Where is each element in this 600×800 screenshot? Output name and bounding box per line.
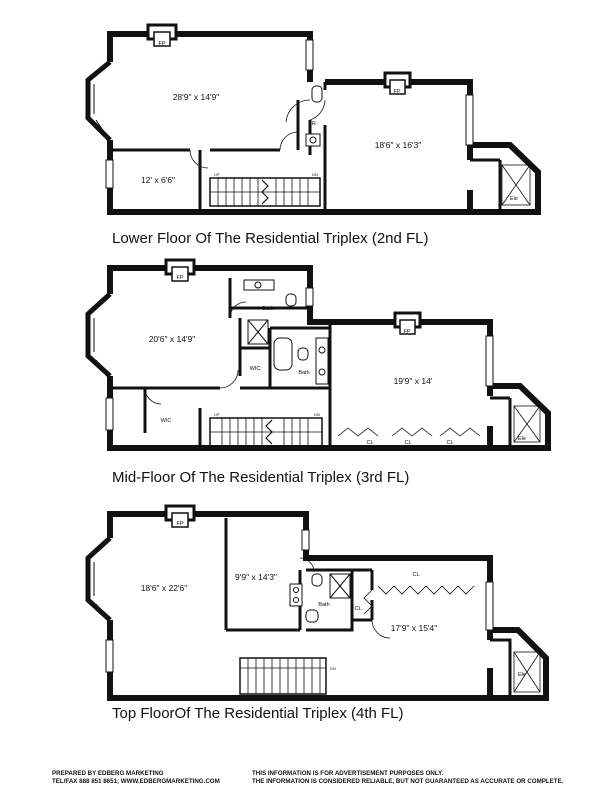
floor2-inner-walls [110,278,512,448]
bay-window [85,536,112,622]
floor-caption-lower: Lower Floor Of The Residential Triplex (… [112,230,429,247]
elevator [501,164,531,206]
windows [105,529,494,673]
stair-up-label: UP [214,172,220,177]
windows [105,39,474,189]
bath-fixtures [289,573,351,623]
stair-up-label: UP [214,412,220,417]
fp-label: FP [176,275,183,281]
fp-label: FP [393,89,400,95]
fp-label: FP [403,329,410,335]
footer-contact: TEL/FAX 888 851 8651; WWW.EDBERGMARKETIN… [52,777,220,785]
closet-label: CL [354,606,361,612]
room-dimension: 12' x 6'6" [141,175,175,185]
room-dimension: 18'6" x 22'6" [141,583,188,593]
floor-caption-mid: Mid-Floor Of The Residential Triplex (3r… [112,469,410,486]
floor1-inner-walls [110,82,502,212]
footer-disclaimer-2: THE INFORMATION IS CONSIDERED RELIABLE, … [252,777,564,785]
fireplace-1 [146,23,178,47]
fp-label: FP [158,41,165,47]
closet-label: CL [366,440,373,446]
wic-label: WIC [161,418,172,424]
elevator-label: Ele [518,436,526,442]
door-swings [189,99,326,169]
room-dimension: 20'6" x 14'9" [149,334,196,344]
room-dimension: 28'9" x 14'9" [173,92,220,102]
room-dimension: 17'9" x 15'4" [391,623,438,633]
closet-doors [337,427,481,437]
floor3-inner-walls [224,518,512,698]
pr-fixtures [305,85,323,147]
stair-down-label: DN [312,172,318,177]
floor-plan-mid: FP FP 20'6" x 14'9" 19'9" x 14' Bath Bat… [0,258,600,458]
windows [105,287,494,431]
pr-label: PR [308,121,316,127]
bath-label: Bath [262,306,273,312]
floor-plan-top: FP 18'6" x 22'6" 9'9" x 14'3" 17'9" x 15… [0,500,600,710]
fireplace-1 [164,258,196,282]
door-swings [144,301,247,405]
footer-right: THIS INFORMATION IS FOR ADVERTISEMENT PU… [252,770,563,785]
door-swings [299,557,391,639]
closet-label: CL [404,440,411,446]
closet-label: CL [412,572,419,578]
wic-label: WIC [250,366,261,372]
room-dimension: 18'6" x 16'3" [375,140,422,150]
elevator [513,405,541,443]
closet-label: CL [446,440,453,446]
bay-window [85,60,112,142]
stairs [239,657,327,695]
floor-plan-lower: FP FP 28'9" x 14'9" 18'6" x 16'3" 12' x … [0,0,600,230]
footer-disclaimer-1: THIS INFORMATION IS FOR ADVERTISEMENT PU… [252,770,444,777]
stair-down-label: DN [314,412,320,417]
stair-down-label: DN [330,666,336,671]
stairs [209,417,323,447]
footer-left: PREPARED BY EDBERG MARKETING TEL/FAX 888… [52,770,220,785]
bath-label: Bath [318,602,329,608]
closet-doors [363,585,475,615]
stairs [209,177,321,207]
elevator-label: Ele [510,196,518,202]
elevator [513,651,541,693]
bath-fixtures [243,279,329,385]
room-dimension: 9'9" x 14'3" [235,572,277,582]
fp-label: FP [176,521,183,527]
fireplace-1 [164,504,196,528]
footer-company: PREPARED BY EDBERG MARKETING [52,770,164,777]
floor-caption-top: Top FloorOf The Residential Triplex (4th… [112,705,404,722]
bay-window [85,292,112,378]
bath-label: Bath [298,370,309,376]
fireplace-2 [383,71,412,95]
fireplace-2 [393,311,422,335]
elevator-label: Ele [518,672,526,678]
room-dimension: 19'9" x 14' [394,376,433,386]
